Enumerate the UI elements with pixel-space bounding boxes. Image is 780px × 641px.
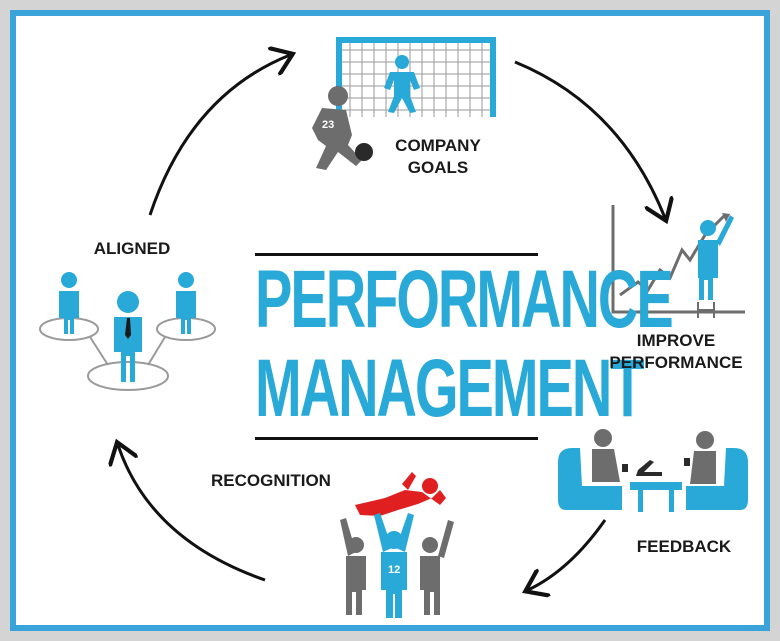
arrow-feedback-to-recognition	[528, 519, 607, 590]
label-aligned: ALIGNED	[93, 239, 171, 258]
label-company-goals: COMPANY GOALS	[395, 136, 481, 177]
title-line-1: PERFORMANCE	[255, 253, 674, 345]
left-armchair-icon	[558, 448, 622, 510]
soccer-ball-icon	[355, 143, 373, 161]
climber-icon	[698, 215, 734, 300]
right-armchair-icon	[686, 448, 748, 510]
label-improve-performance: IMPROVE PERFORMANCE	[609, 331, 743, 372]
coffee-cup-icon	[622, 464, 628, 472]
title-top-rule	[255, 253, 538, 256]
laptop-icon	[636, 460, 662, 476]
aligned-group-icon	[39, 272, 216, 391]
goalkeeper-icon	[384, 55, 420, 113]
arrow-aligned-to-goals	[148, 55, 290, 216]
goal-net-icon	[336, 37, 496, 117]
arrow-recognition-to-aligned	[118, 445, 266, 582]
feedback-scene-icon	[558, 429, 748, 512]
central-title: PERFORMANCE MANAGEMENT	[255, 253, 674, 441]
striker-icon	[312, 86, 362, 170]
coffee-table-icon	[630, 482, 682, 490]
lifted-person-icon	[355, 472, 446, 516]
cycle-arrows	[118, 55, 665, 590]
title-bottom-rule	[255, 437, 538, 440]
label-recognition: RECOGNITION	[211, 471, 331, 490]
lifted-jersey-number: 12	[388, 564, 400, 576]
label-feedback: FEEDBACK	[636, 537, 732, 556]
title-line-2: MANAGEMENT	[255, 342, 645, 434]
arrow-goals-to-improve	[514, 60, 665, 218]
striker-jersey-number: 23	[322, 119, 334, 131]
ladder-icon	[697, 302, 715, 318]
lifters-group-icon	[340, 513, 454, 618]
